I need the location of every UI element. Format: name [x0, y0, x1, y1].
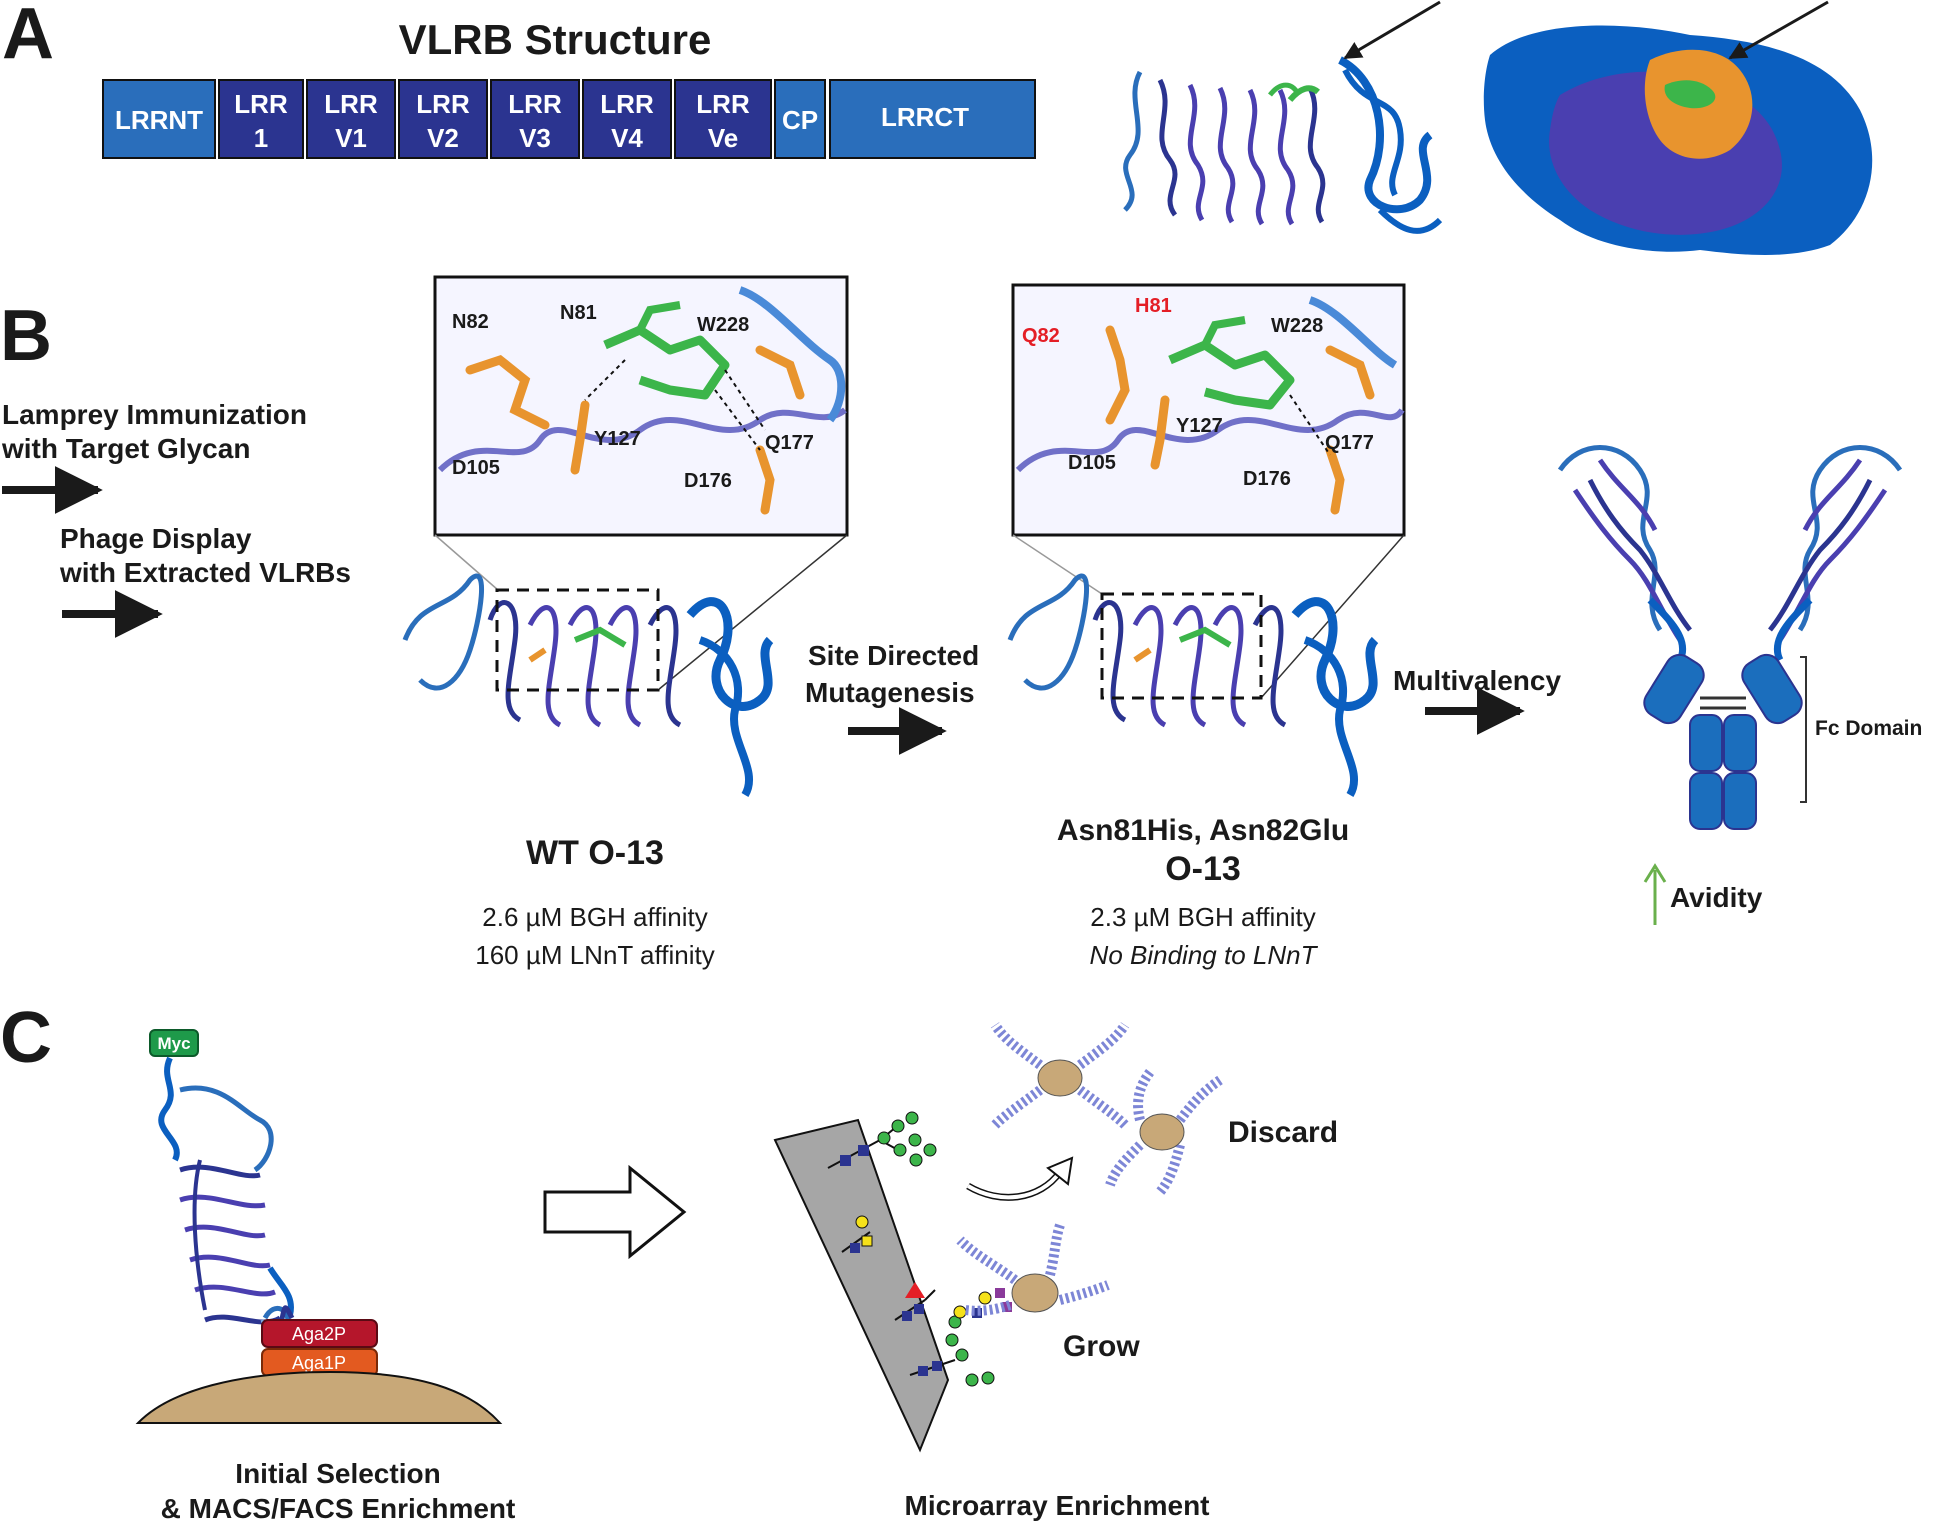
domain-lrrct-label: LRRCT [881, 102, 969, 132]
wt-zoom-line-right [657, 534, 848, 691]
yeast-cluster-discard-1 [990, 1022, 1130, 1129]
vlrb-fc-fusion [1557, 445, 1903, 830]
domain-lrrve-box [674, 79, 772, 159]
microarray-slide [773, 1118, 950, 1453]
domain-lrr1-label1: LRR [234, 89, 288, 119]
domain-lrrnt-label: LRRNT [115, 105, 203, 135]
wt-label-q177: Q177 [765, 432, 814, 454]
phage-display-label-line2: with Extracted VLRBs [59, 557, 351, 588]
domain-lrrv4-label2: V4 [611, 123, 643, 153]
discard-label: Discard [1228, 1116, 1338, 1149]
immunization-label-line2: with Target Glycan [1, 433, 250, 464]
domain-lrr1-box [218, 79, 304, 159]
aga2p-label: Aga2P [292, 1324, 346, 1344]
mut-label-q82: Q82 [1022, 325, 1060, 347]
domain-lrrct-box [829, 79, 1036, 159]
wt-affinity-bgh: 2.6 µM BGH affinity [482, 902, 707, 932]
domain-lrrv4-label1: LRR [600, 89, 654, 119]
wt-inset [433, 275, 849, 537]
sdm-label-line2: Mutagenesis [805, 677, 975, 708]
initial-selection-line1: Initial Selection [235, 1458, 440, 1489]
wt-label-d105: D105 [452, 457, 500, 479]
wt-ribbon [402, 573, 774, 798]
wt-affinity-lnnt: 160 µM LNnT affinity [475, 940, 714, 970]
yeast-cluster-discard-2 [1105, 1068, 1223, 1196]
hollow-process-arrow [543, 1164, 687, 1260]
mut-label-w228: W228 [1271, 315, 1323, 337]
domain-lrrnt-box [102, 79, 216, 159]
phage-display-label-line1: Phage Display [60, 523, 252, 554]
yeast-cluster-grow [956, 1223, 1110, 1316]
aga2p-box [261, 1319, 378, 1348]
panel-b-letter: B [0, 296, 52, 376]
wt-label-y127: Y127 [594, 428, 641, 450]
mutant-ribbon [1007, 573, 1379, 798]
mutant-affinity-lnnt: No Binding to LNnT [1090, 940, 1319, 970]
fc-domain-label: Fc Domain [1815, 717, 1922, 740]
wt-label-w228: W228 [697, 314, 749, 336]
fc-domain-bracket [1800, 656, 1807, 803]
domain-lrrve-label2: Ve [708, 123, 738, 153]
domain-lrrve-label1: LRR [696, 89, 750, 119]
multivalency-label: Multivalency [1393, 665, 1561, 696]
domain-lrrv1-label1: LRR [324, 89, 378, 119]
discard-arrow-fill [966, 1170, 1062, 1200]
domain-cp-box [774, 79, 826, 159]
domain-lrrv1-label2: V1 [335, 123, 367, 153]
avidity-label: Avidity [1670, 882, 1763, 913]
mut-label-q177: Q177 [1325, 432, 1374, 454]
domain-lrrv3-label1: LRR [508, 89, 562, 119]
aga1p-label: Aga1P [292, 1353, 346, 1373]
mutant-affinity-bgh: 2.3 µM BGH affinity [1090, 902, 1315, 932]
domain-lrr1-label2: 1 [254, 123, 268, 153]
mutant-name-line2: O-13 [1165, 850, 1241, 888]
wt-label-d176: D176 [684, 470, 732, 492]
domain-lrrv3-box [490, 79, 580, 159]
domain-lrrv3-label2: V3 [519, 123, 551, 153]
domain-lrrv1-box [306, 79, 396, 159]
pointer-arrow-ribbon [1343, 0, 1441, 60]
wt-label-n82: N82 [452, 311, 489, 333]
panel-a-letter: A [2, 0, 54, 74]
surface-structure-a [1483, 25, 1873, 255]
domain-lrrv2-label2: V2 [427, 123, 459, 153]
myc-tag-label: Myc [157, 1034, 190, 1053]
yeast-displayed-vlrb [158, 1056, 312, 1351]
grow-label: Grow [1063, 1330, 1140, 1363]
microarray-enrichment-label: Microarray Enrichment [905, 1490, 1210, 1521]
glycan-galnac [841, 1215, 873, 1253]
ribbon-structure-a [1123, 56, 1443, 234]
sdm-label-line1: Site Directed [808, 640, 979, 671]
immunization-label-line1: Lamprey Immunization [2, 399, 307, 430]
panel-c-letter: C [0, 998, 52, 1078]
mutant-inset [1011, 283, 1406, 537]
wt-zoom-line-left [434, 534, 499, 591]
initial-selection-line2: & MACS/FACS Enrichment [161, 1493, 516, 1524]
domain-lrrv4-box [582, 79, 672, 159]
mut-label-d105: D105 [1068, 452, 1116, 474]
domain-cp-label: CP [782, 105, 818, 135]
domain-bar: LRRNT LRR 1 LRR V1 LRR V2 LRR V3 LRR V4 … [102, 79, 1036, 159]
yeast-cell-surface [135, 1370, 503, 1424]
mut-label-d176: D176 [1243, 468, 1291, 490]
discard-arrow-head [1046, 1156, 1074, 1186]
vlrb-structure-title: VLRB Structure [399, 16, 712, 63]
domain-lrrv2-box [398, 79, 488, 159]
domain-lrrv2-label1: LRR [416, 89, 470, 119]
myc-tag [149, 1029, 199, 1057]
wt-label-n81: N81 [560, 302, 597, 324]
mut-label-y127: Y127 [1176, 415, 1223, 437]
wt-name: WT O-13 [526, 834, 664, 872]
pointer-arrow-surface [1728, 0, 1829, 60]
glycan-sialylated [894, 1282, 936, 1321]
glycan-high-mannose [827, 1111, 937, 1169]
mut-label-h81: H81 [1135, 295, 1172, 317]
mutant-name-line1: Asn81His, Asn82Glu [1057, 814, 1349, 847]
